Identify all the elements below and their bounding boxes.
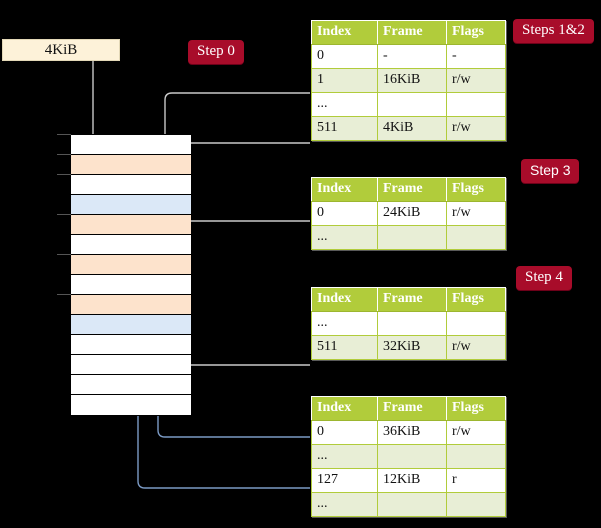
table-row: ...	[311, 92, 506, 117]
column-header-frame: Frame	[377, 177, 447, 202]
cell-flags: r/w	[446, 201, 506, 226]
column-header-index: Index	[311, 396, 378, 421]
cell-index: ...	[311, 444, 378, 469]
cell-index: 127	[311, 468, 378, 493]
cell-flags: r/w	[446, 116, 506, 141]
memory-frame-row	[71, 175, 191, 195]
cell-frame	[377, 444, 447, 469]
cell-frame: 24KiB	[377, 201, 447, 226]
cell-frame: 12KiB	[377, 468, 447, 493]
memory-frame-row	[71, 375, 191, 395]
memory-row-tick	[57, 294, 71, 295]
physical-memory-column	[70, 134, 191, 416]
cell-flags	[446, 311, 506, 336]
memory-frame-row	[71, 135, 191, 155]
memory-frame-row	[71, 255, 191, 275]
memory-frame-row	[71, 395, 191, 415]
cell-index: ...	[311, 311, 378, 336]
cell-index: 0	[311, 420, 378, 445]
memory-frame-row	[71, 195, 191, 215]
cell-index: ...	[311, 225, 378, 250]
cell-flags	[446, 444, 506, 469]
cell-flags	[446, 492, 506, 517]
cell-index: 0	[311, 201, 378, 226]
memory-frame-row	[71, 235, 191, 255]
memory-frame-row	[71, 275, 191, 295]
memory-row-tick	[57, 154, 71, 155]
cell-frame: 32KiB	[377, 335, 447, 360]
cell-index: ...	[311, 92, 378, 117]
source-frame-4kib: 4KiB	[2, 39, 120, 61]
column-header-frame: Frame	[377, 396, 447, 421]
cell-frame: -	[377, 44, 447, 69]
step-badge-step-4: Step 4	[516, 266, 572, 290]
step-badge-step-3: Step 3	[521, 159, 580, 183]
column-header-flags: Flags	[446, 177, 506, 202]
cell-flags: r/w	[446, 68, 506, 93]
column-header-index: Index	[311, 177, 378, 202]
cell-flags: -	[446, 44, 506, 69]
memory-frame-row	[71, 215, 191, 235]
table-row: ...	[311, 311, 506, 336]
cell-index: 511	[311, 116, 378, 141]
cell-frame: 4KiB	[377, 116, 447, 141]
memory-row-tick	[57, 214, 71, 215]
cell-frame	[377, 311, 447, 336]
memory-frame-row	[71, 335, 191, 355]
memory-row-tick	[57, 174, 71, 175]
column-header-index: Index	[311, 287, 378, 312]
cell-frame: 16KiB	[377, 68, 447, 93]
table-row: ...	[311, 444, 506, 469]
column-header-frame: Frame	[377, 287, 447, 312]
cell-flags: r	[446, 468, 506, 493]
cell-flags	[446, 225, 506, 250]
step-badge-step-0: Step 0	[188, 40, 244, 64]
cell-flags	[446, 92, 506, 117]
column-header-flags: Flags	[446, 287, 506, 312]
table-row: 0--	[311, 44, 506, 69]
cell-frame	[377, 225, 447, 250]
memory-frame-row	[71, 355, 191, 375]
column-header-frame: Frame	[377, 20, 447, 45]
cell-frame: 36KiB	[377, 420, 447, 445]
memory-row-tick	[57, 134, 71, 135]
cell-index: 0	[311, 44, 378, 69]
memory-frame-row	[71, 155, 191, 175]
step-badge-steps-1-2: Steps 1&2	[513, 19, 594, 43]
cell-flags: r/w	[446, 335, 506, 360]
cell-index: 511	[311, 335, 378, 360]
cell-frame	[377, 92, 447, 117]
column-header-index: Index	[311, 20, 378, 45]
cell-index: 1	[311, 68, 378, 93]
memory-frame-row	[71, 315, 191, 335]
column-header-flags: Flags	[446, 20, 506, 45]
column-header-flags: Flags	[446, 396, 506, 421]
table-row: ...	[311, 225, 506, 250]
cell-index: ...	[311, 492, 378, 517]
table-row: ...	[311, 492, 506, 517]
source-frame-label: 4KiB	[44, 42, 78, 58]
memory-row-tick	[57, 254, 71, 255]
cell-flags: r/w	[446, 420, 506, 445]
cell-frame	[377, 492, 447, 517]
memory-frame-row	[71, 295, 191, 315]
